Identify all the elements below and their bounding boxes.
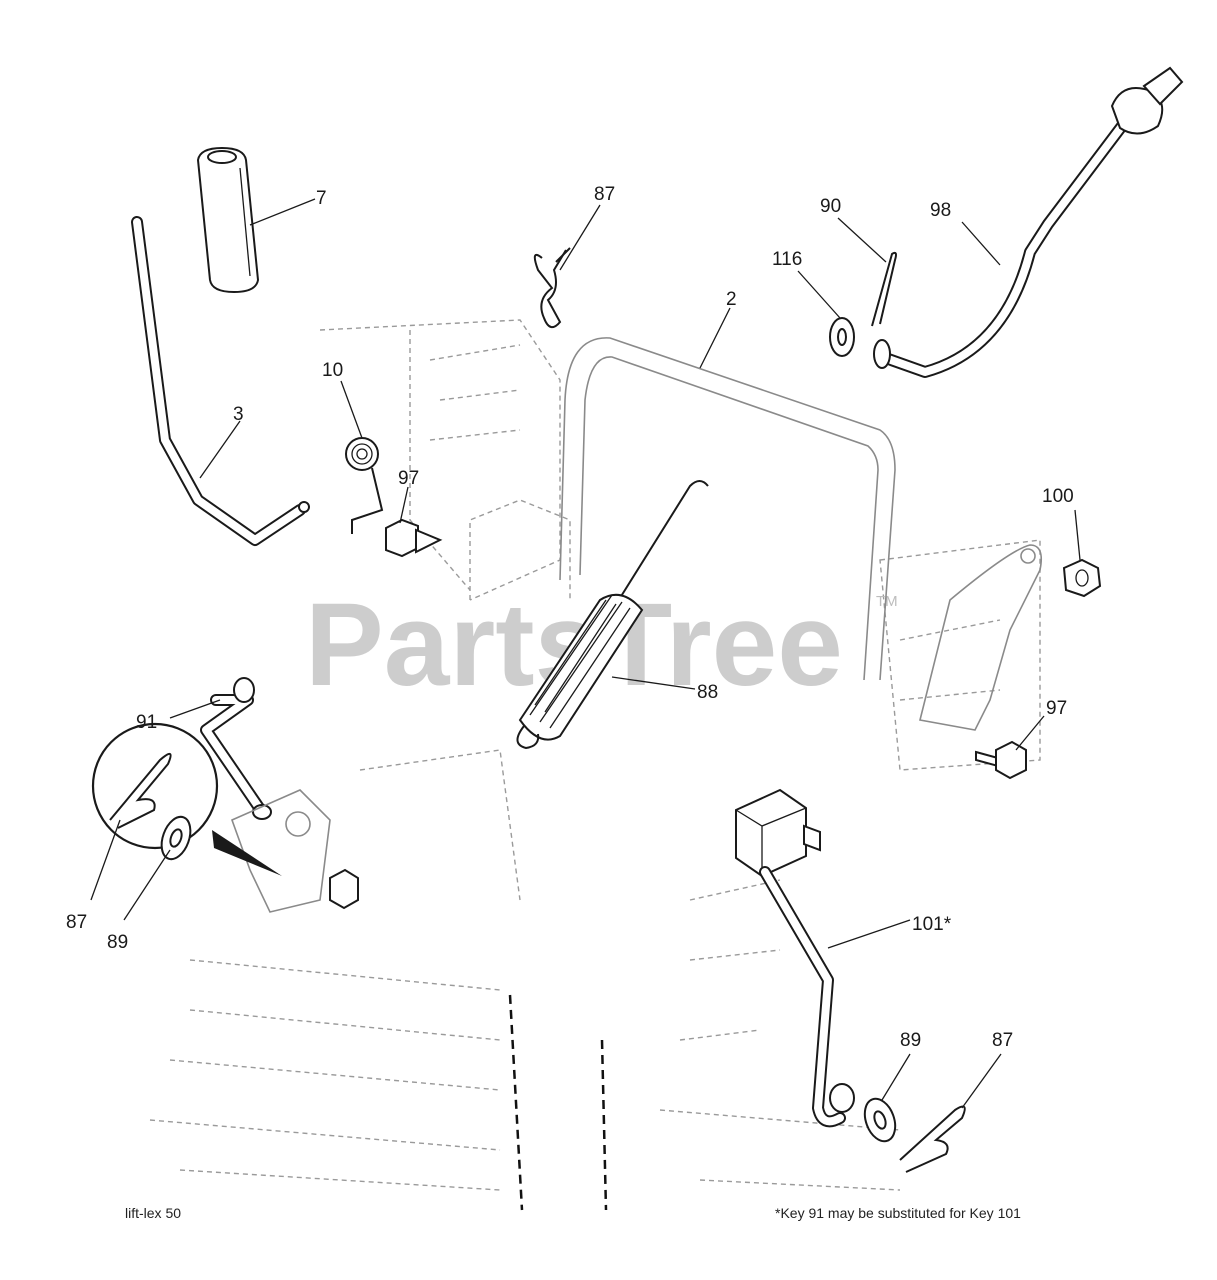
part-87-hairpin-clip-top	[533, 247, 571, 329]
callout-3: 3	[233, 404, 244, 425]
callout-87-left: 87	[66, 912, 87, 933]
part-10-torsion-spring	[345, 437, 384, 534]
left-lower-bracket	[230, 789, 359, 913]
callout-101: 101*	[912, 914, 952, 935]
callout-116: 116	[772, 249, 802, 270]
callout-89-right: 89	[900, 1030, 921, 1051]
callout-87-right: 87	[992, 1030, 1013, 1051]
frame-ghost-outline	[149, 319, 1041, 1191]
callout-2: 2	[726, 289, 737, 310]
footer-substitution-note: *Key 91 may be substituted for Key 101	[775, 1205, 1021, 1221]
callout-90: 90	[820, 196, 841, 217]
section-line-left	[508, 994, 524, 1211]
footer-drawing-id: lift-lex 50	[125, 1205, 181, 1221]
callout-87-top: 87	[594, 184, 615, 205]
callout-98: 98	[930, 200, 951, 221]
callout-89-left: 89	[107, 932, 128, 953]
part-97-shoulder-bolt-left	[385, 518, 443, 558]
part-90-cotter-pin	[871, 251, 897, 327]
detail-callout-circle	[91, 722, 282, 876]
callout-97-right: 97	[1046, 698, 1067, 719]
section-line-right	[600, 1039, 608, 1211]
part-3-lift-lever	[131, 216, 310, 546]
part-2-lift-frame	[559, 337, 896, 681]
callout-100: 100	[1042, 486, 1074, 507]
part-100-hex-nut	[1062, 558, 1102, 598]
part-98-lift-rod	[873, 66, 1184, 378]
right-lift-bracket	[919, 544, 1043, 731]
part-88-extension-spring	[516, 480, 709, 750]
callout-7: 7	[316, 188, 327, 209]
part-7-handle-grip	[196, 146, 260, 294]
callout-97-left: 97	[398, 468, 419, 489]
part-97-shoulder-bolt-right	[975, 740, 1027, 780]
callout-88: 88	[697, 682, 718, 703]
leader-lines	[90, 198, 1081, 1109]
callout-10: 10	[322, 360, 343, 381]
watermark-trademark: TM	[876, 593, 898, 610]
part-89-washer-right	[863, 1097, 897, 1143]
callout-91: 91	[136, 712, 157, 733]
part-87-hairpin-clip-right	[899, 1105, 966, 1173]
part-101-lift-link	[735, 788, 855, 1128]
part-116-washer	[829, 317, 855, 357]
